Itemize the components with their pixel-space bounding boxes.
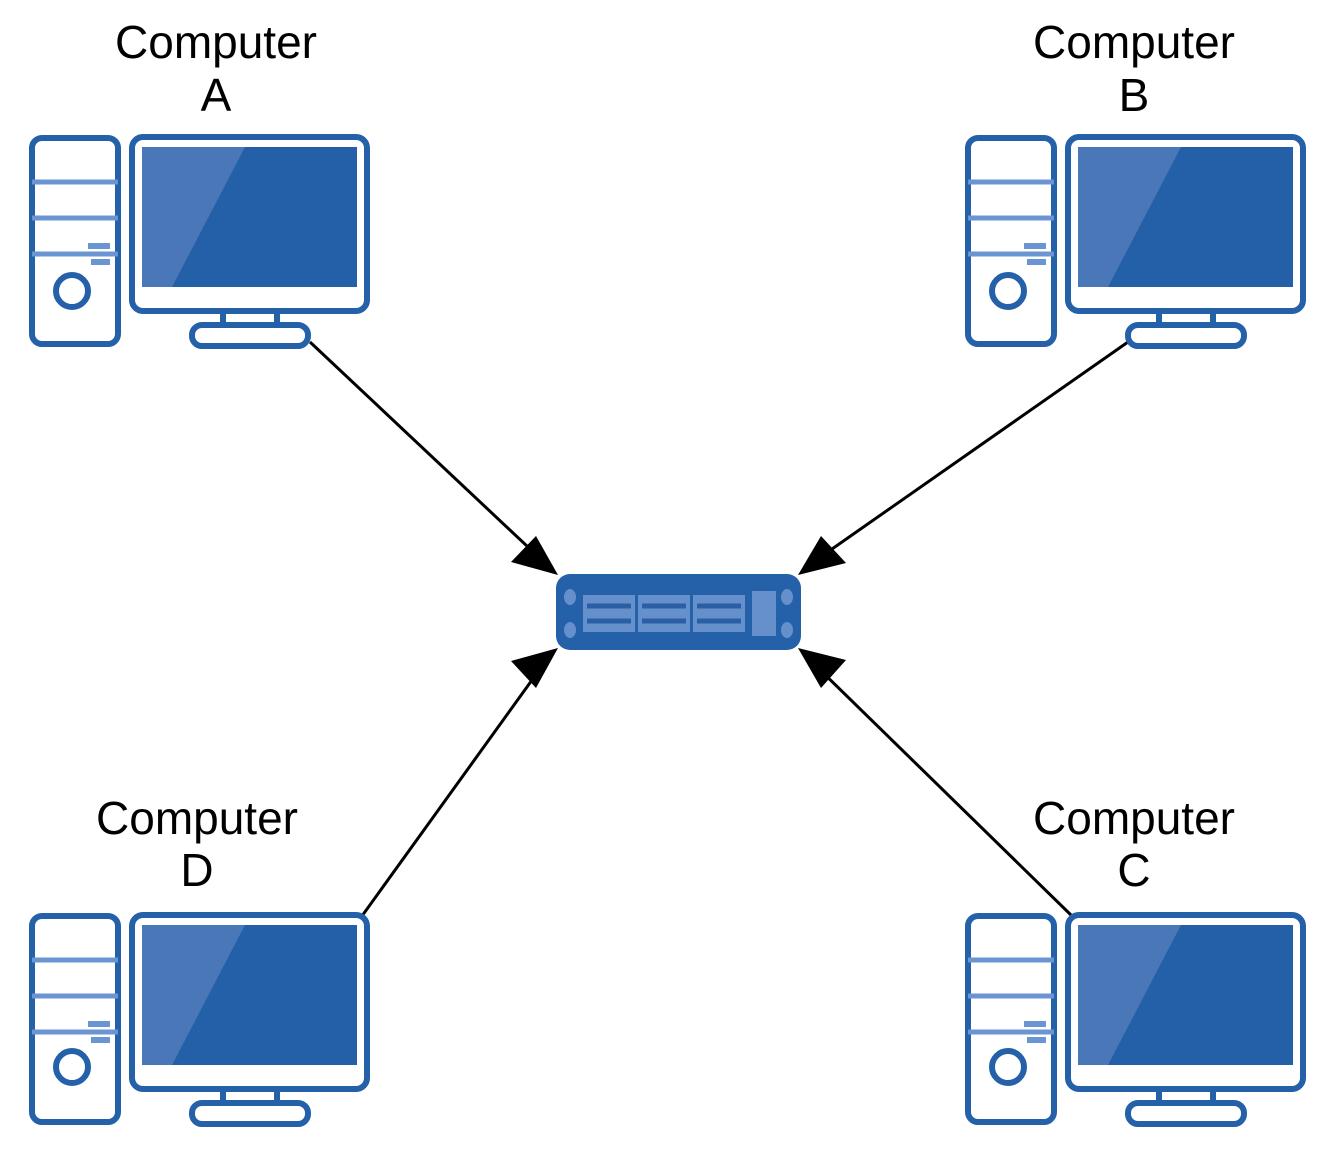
switch-led-bottom-left xyxy=(564,622,576,638)
computer-a-label-line1: Computer xyxy=(115,16,317,68)
computer-b-label-line1: Computer xyxy=(1033,16,1235,68)
computer-c-label-line1: Computer xyxy=(1033,792,1235,844)
computer-d-label-line1: Computer xyxy=(96,792,298,844)
switch-indicator-block xyxy=(752,591,776,636)
network-switch-icon[interactable] xyxy=(556,574,801,650)
link-d-switch-line xyxy=(360,661,547,917)
computer-b-label-line2: B xyxy=(1119,69,1150,121)
link-b-switch[interactable] xyxy=(798,340,1129,575)
link-a-switch-arrowhead xyxy=(511,536,558,575)
computer-c-monitor-icon xyxy=(1065,912,1306,1127)
link-d-switch-arrowhead xyxy=(511,648,558,688)
node-computer-b[interactable]: Computer B xyxy=(965,16,1306,349)
computer-b-tower-icon xyxy=(965,135,1057,347)
link-c-switch-line xyxy=(810,660,1074,918)
computer-b-monitor-icon xyxy=(1065,134,1306,349)
link-c-switch[interactable] xyxy=(798,648,1074,918)
computer-c-label-line2: C xyxy=(1117,844,1150,896)
computer-c-tower-icon xyxy=(965,913,1057,1125)
node-computer-d[interactable]: Computer D xyxy=(29,792,370,1127)
switch-led-top-left xyxy=(564,589,576,605)
computer-d-monitor-icon xyxy=(129,912,370,1127)
computer-a-label-line2: A xyxy=(201,69,232,121)
switch-port-group-3 xyxy=(693,595,745,632)
computer-a-monitor-icon xyxy=(129,134,370,349)
node-computer-c[interactable]: Computer C xyxy=(965,792,1306,1127)
node-computer-a[interactable]: Computer A xyxy=(29,16,370,349)
link-a-switch-line xyxy=(308,340,547,565)
link-d-switch[interactable] xyxy=(360,648,558,917)
computer-d-tower-icon xyxy=(29,913,121,1125)
computer-a-tower-icon xyxy=(29,135,121,347)
link-c-switch-arrowhead xyxy=(798,648,846,688)
switch-port-group-2 xyxy=(638,595,690,632)
link-b-switch-line xyxy=(811,340,1129,565)
computer-d-label-line2: D xyxy=(180,844,213,896)
link-b-switch-arrowhead xyxy=(798,536,846,575)
link-a-switch[interactable] xyxy=(308,340,558,575)
connection-lines xyxy=(308,340,1129,918)
switch-led-top-right xyxy=(781,589,793,605)
switch-led-bottom-right xyxy=(781,622,793,638)
switch-port-group-1 xyxy=(583,595,635,632)
